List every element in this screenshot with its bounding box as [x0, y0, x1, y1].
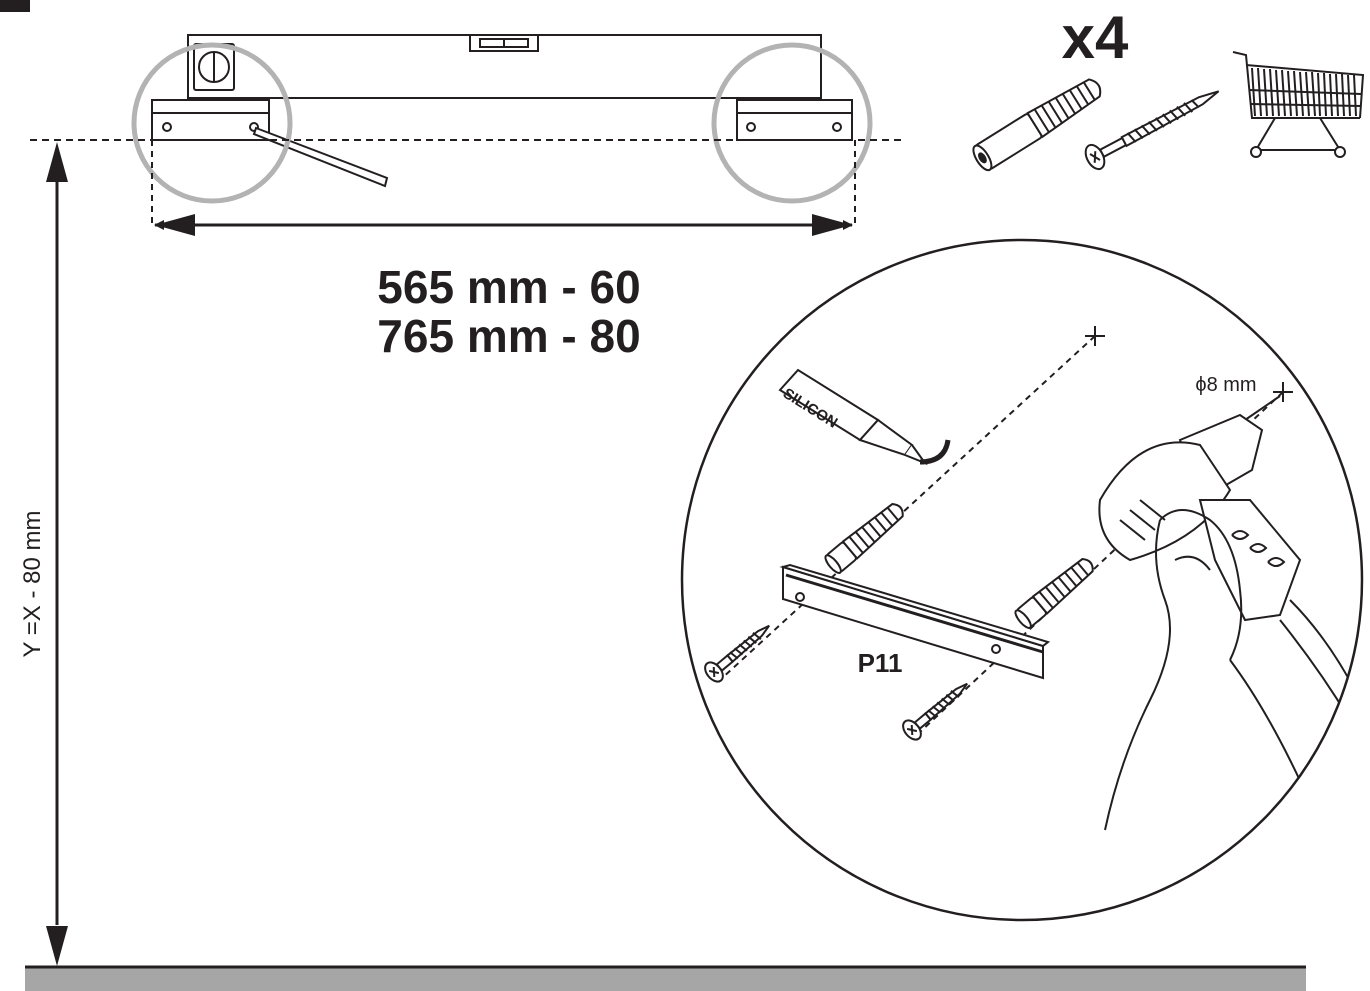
pencil-icon	[252, 126, 389, 188]
floor	[25, 966, 1306, 991]
bracket-left	[151, 99, 270, 141]
drill-icon	[1098, 395, 1361, 721]
corner-mark	[0, 0, 30, 12]
width-label-2: 765 mm - 80	[377, 310, 640, 362]
shopping-cart-icon	[1232, 51, 1365, 158]
part-label: P11	[858, 648, 903, 678]
drill-axis-left	[719, 335, 1096, 681]
screw-right-icon	[902, 682, 968, 741]
wall-plug-right-icon	[1014, 557, 1094, 629]
wall-plug-icon	[972, 78, 1102, 172]
screw-icon	[1084, 90, 1220, 171]
drill-size-label: ϕ8 mm	[1195, 374, 1256, 396]
bracket-right	[736, 99, 853, 141]
quantity-label: x4	[1062, 4, 1129, 71]
width-label-1: 565 mm - 60	[377, 261, 640, 313]
height-label: Y =X - 80 mm	[19, 511, 46, 658]
screw-left-icon	[704, 624, 770, 683]
wall-plug-left-icon	[824, 502, 904, 574]
profile-p11	[779, 563, 1051, 680]
highlight-circle-right	[711, 42, 873, 204]
highlight-circle-left	[131, 42, 293, 204]
